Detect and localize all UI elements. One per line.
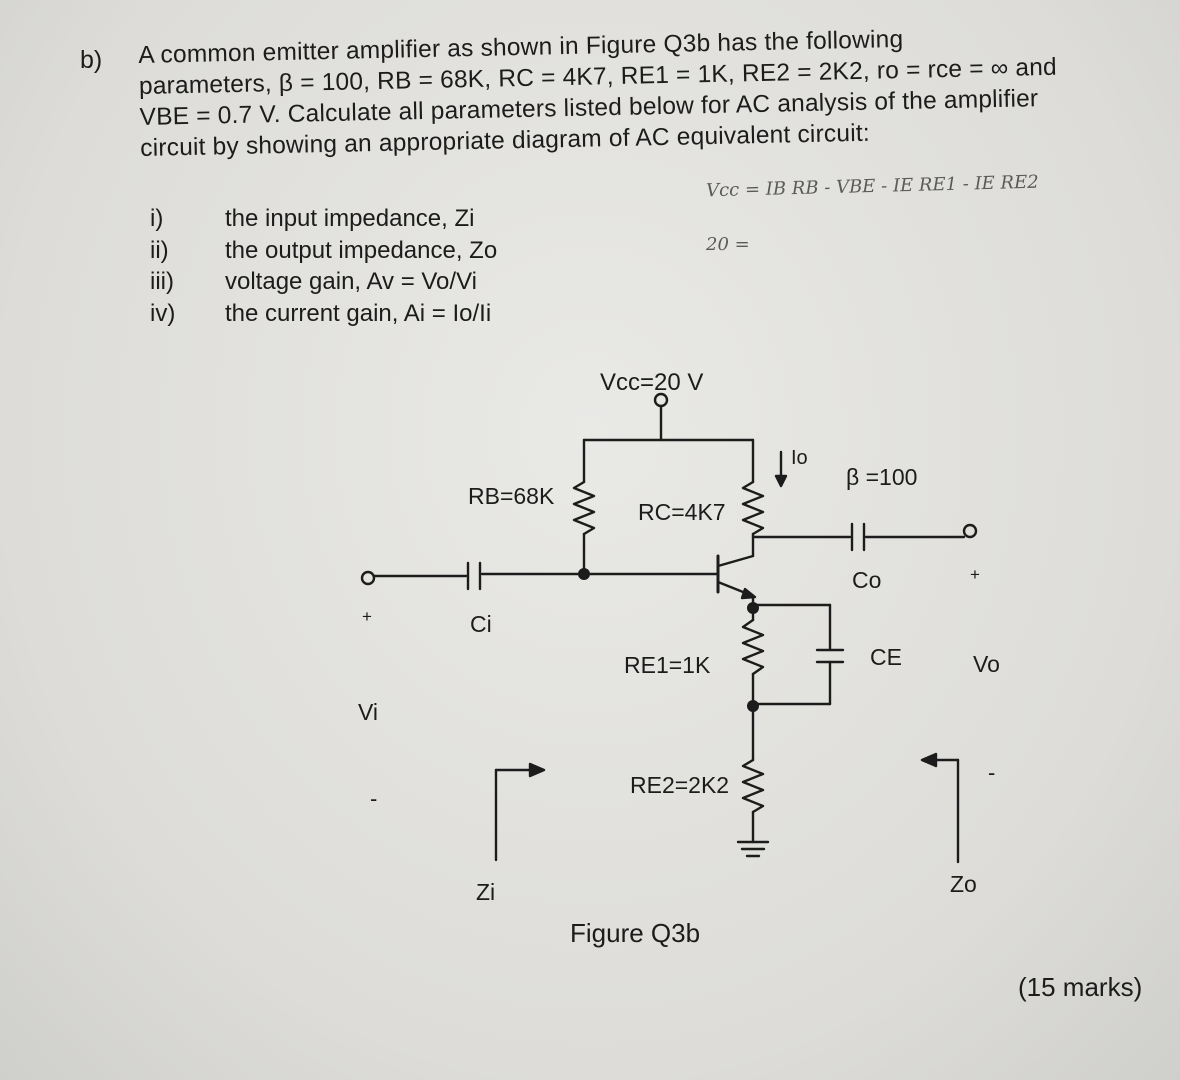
rb-label: RB=68K xyxy=(468,483,555,509)
re1-resistor xyxy=(741,618,765,676)
output-plus-sign: + xyxy=(970,565,980,584)
marks-label: (15 marks) xyxy=(1018,972,1143,1002)
output-minus-sign: - xyxy=(988,760,995,785)
item-text: the input impedance, Zi xyxy=(225,205,475,232)
input-minus-sign: - xyxy=(370,786,377,811)
io-arrowhead xyxy=(774,474,788,488)
rb-resistor xyxy=(572,480,596,536)
zo-label: Zo xyxy=(950,871,977,897)
re-junction-dot xyxy=(747,700,759,712)
zo-arrowhead xyxy=(920,752,938,768)
transistor-collector xyxy=(716,554,755,568)
vo-label: Vo xyxy=(973,651,1000,677)
item-number: ii) xyxy=(150,236,169,264)
sub-question-item: i) the input impedance, Zi xyxy=(150,203,497,235)
input-terminal xyxy=(360,570,376,586)
item-text: the current gain, Ai = Io/Ii xyxy=(225,299,492,327)
vi-label: Vi xyxy=(358,699,378,725)
question-label: b) xyxy=(80,46,103,74)
item-text: the output impedance, Zo xyxy=(225,236,498,264)
rc-resistor xyxy=(741,480,765,536)
io-label: Io xyxy=(791,447,808,469)
output-terminal xyxy=(962,523,978,539)
sub-question-item: iii) voltage gain, Av = Vo/Vi xyxy=(150,266,497,298)
zi-arrowhead xyxy=(528,762,546,778)
beta-label: β =100 xyxy=(846,464,917,490)
emitter-arrow-icon xyxy=(740,587,757,600)
ci-label: Ci xyxy=(470,611,492,637)
ce-label: CE xyxy=(870,644,902,670)
re1-label: RE1=1K xyxy=(624,652,711,678)
rc-label: RC=4K7 xyxy=(638,499,726,525)
sub-question-item: ii) the output impedance, Zo xyxy=(150,235,497,267)
base-junction-dot xyxy=(578,568,590,580)
sub-question-list: i) the input impedance, Zi ii) the output … xyxy=(150,203,497,329)
re2-label: RE2=2K2 xyxy=(630,772,729,798)
co-label: Co xyxy=(852,567,881,593)
item-number: i) xyxy=(150,205,164,232)
sub-question-item: iv) the current gain, Ai = Io/Ii xyxy=(150,298,497,330)
input-plus-sign: + xyxy=(362,607,372,626)
handwritten-substitution: 20 = xyxy=(706,234,750,255)
vcc-label: Vcc=20 V xyxy=(600,369,703,396)
item-number: iii) xyxy=(150,268,174,295)
zi-label: Zi xyxy=(476,879,495,905)
item-text: voltage gain, Av = Vo/Vi xyxy=(225,268,477,295)
figure-caption: Figure Q3b xyxy=(570,918,701,948)
re2-resistor xyxy=(741,758,765,814)
item-number: iv) xyxy=(150,299,176,327)
